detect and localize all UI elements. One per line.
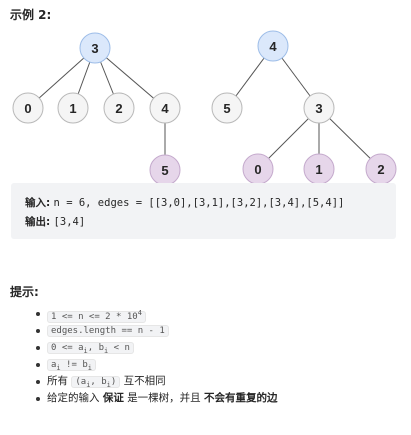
tree1-node-0: 0 [12, 92, 44, 124]
tree1-node-5: 5 [149, 154, 181, 185]
hint-code: edges.length == n - 1 [47, 325, 169, 337]
tree2-root-node: 4 [257, 30, 289, 62]
tree2-node-3: 3 [303, 92, 335, 124]
svg-text:5: 5 [223, 101, 230, 116]
input-line: 输入: n = 6, edges = [[3,0],[3,1],[3,2],[3… [25, 195, 344, 210]
svg-text:3: 3 [315, 101, 322, 116]
tree2-node-1: 1 [303, 153, 335, 185]
svg-text:5: 5 [161, 163, 168, 178]
tree1-node-4: 4 [149, 92, 181, 124]
hint-code: (ai, bi) [71, 376, 121, 389]
hint-tree-guarantee: 给定的输入 保证 是一棵树，并且 不会有重复的边 [0, 390, 278, 407]
svg-text:0: 0 [254, 162, 261, 177]
svg-text:0: 0 [24, 101, 31, 116]
tree1-node-2: 2 [103, 92, 135, 124]
tree2-node-2: 2 [365, 153, 397, 185]
svg-text:2: 2 [115, 101, 122, 116]
input-label: 输入: [25, 197, 51, 209]
output-value: [3,4] [53, 216, 86, 228]
hint-constraint-distinct: ai != bi [0, 356, 278, 373]
tree2-node-5: 5 [211, 92, 243, 124]
output-line: 输出: [3,4] [25, 214, 85, 229]
hint-constraint-edges-length: edges.length == n - 1 [0, 322, 278, 339]
hints-title: 提示: [10, 285, 39, 299]
svg-text:2: 2 [377, 162, 384, 177]
tree2-node-0: 0 [242, 153, 274, 185]
input-value: n = 6, edges = [[3,0],[3,1],[3,2],[3,4],… [53, 197, 345, 209]
hint-constraint-range: 0 <= ai, bi < n [0, 339, 278, 356]
tree1-node-1: 1 [57, 92, 89, 124]
svg-text:4: 4 [269, 39, 277, 54]
tree1-root-node: 3 [79, 32, 111, 64]
hint-code: ai != bi [47, 359, 96, 372]
example-io-box: 输入: n = 6, edges = [[3,0],[3,1],[3,2],[3… [11, 183, 396, 239]
hint-code: 0 <= ai, bi < n [47, 342, 134, 355]
hint-constraint-n: 1 <= n <= 2 * 104 [0, 305, 278, 323]
svg-text:1: 1 [315, 162, 322, 177]
hints-list: 1 <= n <= 2 * 104 edges.length == n - 1 … [0, 305, 278, 407]
svg-text:3: 3 [91, 41, 98, 56]
tree-diagrams: 3 0 1 2 4 5 4 5 3 0 1 2 [12, 30, 397, 185]
example-title: 示例 2: [10, 8, 52, 22]
svg-text:1: 1 [69, 101, 76, 116]
hint-unique-pairs: 所有 (ai, bi) 互不相同 [0, 373, 278, 390]
output-label: 输出: [25, 216, 51, 228]
hint-code: 1 <= n <= 2 * 104 [47, 309, 146, 323]
svg-text:4: 4 [161, 101, 169, 116]
